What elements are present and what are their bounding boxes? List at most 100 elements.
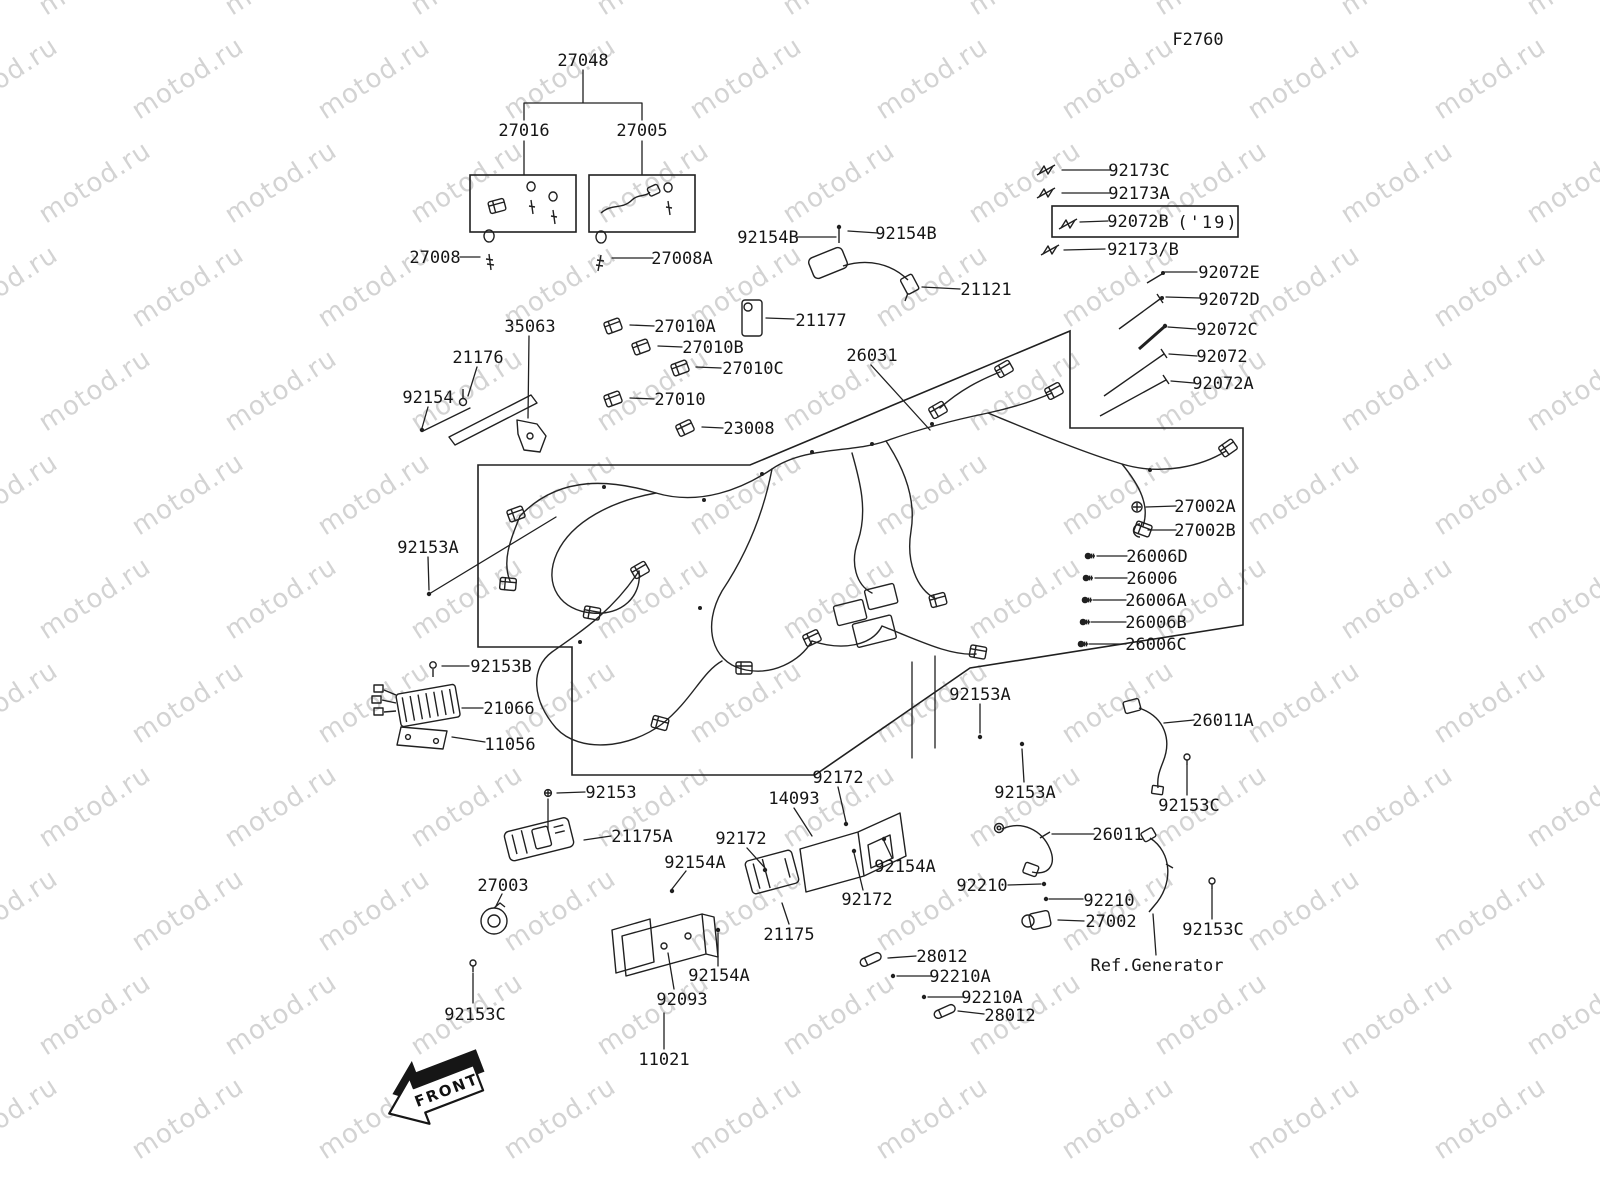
watermark-text: motod.ru [963, 135, 1086, 229]
part-label-92153c-56: 92153C [1158, 796, 1219, 816]
part-label-92210-58: 92210 [956, 876, 1007, 896]
key-assembly-tree [469, 69, 696, 233]
bracket-11056 [396, 726, 448, 750]
watermark-text: motod.ru [498, 447, 621, 541]
enclosure-outlines [477, 205, 1244, 776]
watermark-text: motod.ru [1428, 239, 1551, 333]
part-label-92210a-65: 92210A [961, 988, 1022, 1008]
watermark-text: motod.ru [312, 863, 435, 957]
bolt-92072c [1138, 325, 1165, 351]
bracket-35063 [516, 419, 547, 453]
connector-27010a [602, 316, 624, 336]
part-label-26031-28: 26031 [846, 346, 897, 366]
part-label-21176-20: 21176 [452, 348, 503, 368]
ignition-coil-21121 [807, 246, 920, 302]
watermark-text: motod.ru [1428, 863, 1551, 957]
part-label-92154b-7: 92154B [875, 224, 936, 244]
watermark-text: motod.ru [963, 0, 1086, 22]
clamp-92072b-icon [1058, 218, 1078, 230]
watermark-text: motod.ru [870, 447, 993, 541]
part-label-26006a-33: 26006A [1125, 591, 1186, 611]
part-label-92210-59: 92210 [1083, 891, 1134, 911]
screw-92154 [458, 397, 468, 407]
bracket-11021 [611, 913, 719, 977]
watermark-text: motod.ru [1242, 31, 1365, 125]
screw-27002a [1131, 501, 1143, 513]
part-label-26006b-34: 26006B [1125, 613, 1186, 633]
part-label-14093-44: 14093 [768, 789, 819, 809]
watermark-text: motod.ru [33, 343, 156, 437]
watermark-text: motod.ru [591, 135, 714, 229]
watermark-text: motod.ru [1149, 0, 1272, 22]
battery-cable-26011a [1122, 697, 1168, 796]
part-label-92172-48: 92172 [841, 890, 892, 910]
main-harness-box [477, 329, 1244, 776]
watermark-text: motod.ru [498, 31, 621, 125]
watermark-text: motod.ru [126, 655, 249, 749]
watermark-text: motod.ru [1335, 967, 1458, 1061]
leader-lines [421, 169, 1213, 1050]
part-label-27005-3: 27005 [616, 121, 667, 141]
part-label-92172-43: 92172 [812, 768, 863, 788]
watermark-text: motod.ru [126, 447, 249, 541]
watermark-text: motod.ru [1149, 967, 1272, 1061]
watermark-text: motod.ru [963, 759, 1086, 853]
watermark-text: motod.ru [1335, 0, 1458, 22]
part-label-21175a-41: 21175A [611, 827, 672, 847]
part-label-92093-51: 92093 [656, 990, 707, 1010]
part-label-27010a-22: 27010A [654, 317, 715, 337]
part-label-92072d-15: 92072D [1198, 290, 1259, 310]
watermark-text: motod.ru [33, 135, 156, 229]
ecu-21175 [744, 849, 800, 895]
part-label-28012-63: 28012 [916, 947, 967, 967]
watermark-text: motod.ru [1521, 135, 1600, 229]
part-label-26011-57: 26011 [1092, 825, 1143, 845]
part-label-27002b-30: 27002B [1174, 521, 1235, 541]
watermark-text: motod.ru [1242, 655, 1365, 749]
part-label-92154a-46: 92154A [664, 853, 725, 873]
part-label-23008-26: 23008 [723, 419, 774, 439]
screw-92153c-right [1183, 753, 1191, 761]
watermark-text: motod.ru [777, 135, 900, 229]
bolt-26006d-icon [1084, 552, 1096, 560]
part-label-27002a-29: 27002A [1174, 497, 1235, 517]
part-label-92153a-36: 92153A [397, 538, 458, 558]
key-27008 [483, 229, 495, 271]
watermark-text: motod.ru [405, 135, 528, 229]
watermark-text: motod.ru [684, 447, 807, 541]
bolt-92072d [1118, 293, 1164, 330]
connector-27010b [630, 337, 652, 357]
watermark-text: motod.ru [1335, 551, 1458, 645]
watermark-text: motod.ru [870, 31, 993, 125]
part-label-27048-1: 27048 [557, 51, 608, 71]
watermark-text: motod.ru [1428, 1071, 1551, 1165]
watermark-text: motod.ru [0, 863, 64, 957]
part-label-92153b-37: 92153B [470, 657, 531, 677]
part-label-27002-60: 27002 [1085, 912, 1136, 932]
watermark-text: motod.ru [591, 0, 714, 22]
part-label-11056-39: 11056 [484, 735, 535, 755]
bolt-26006c-icon [1077, 640, 1089, 648]
part-label-21121-8: 21121 [960, 280, 1011, 300]
part-label-35063-19: 35063 [504, 317, 555, 337]
watermark-text: motod.ru [33, 0, 156, 22]
note-box-92072b [1051, 205, 1239, 238]
watermark-text: motod.ru [1335, 135, 1458, 229]
battery-cable-26011 [993, 822, 1053, 878]
watermark-text: motod.ru [870, 1071, 993, 1165]
part-label-92154a-50: 92154A [688, 966, 749, 986]
watermark-text: motod.ru [0, 239, 64, 333]
watermark-text: motod.ru [219, 967, 342, 1061]
part-label-92153-40: 92153 [585, 783, 636, 803]
watermark-text: motod.ru [1428, 31, 1551, 125]
watermark-text: motod.ru [33, 759, 156, 853]
part-label-26006-32: 26006 [1126, 569, 1177, 589]
watermark-text: motod.ru [963, 551, 1086, 645]
watermark-text: motod.ru [1242, 239, 1365, 333]
watermark-text: motod.ru [1521, 343, 1600, 437]
watermark-text: motod.ru [219, 343, 342, 437]
bolt-26006b-icon [1079, 618, 1091, 626]
part-label-92153a-53: 92153A [949, 685, 1010, 705]
